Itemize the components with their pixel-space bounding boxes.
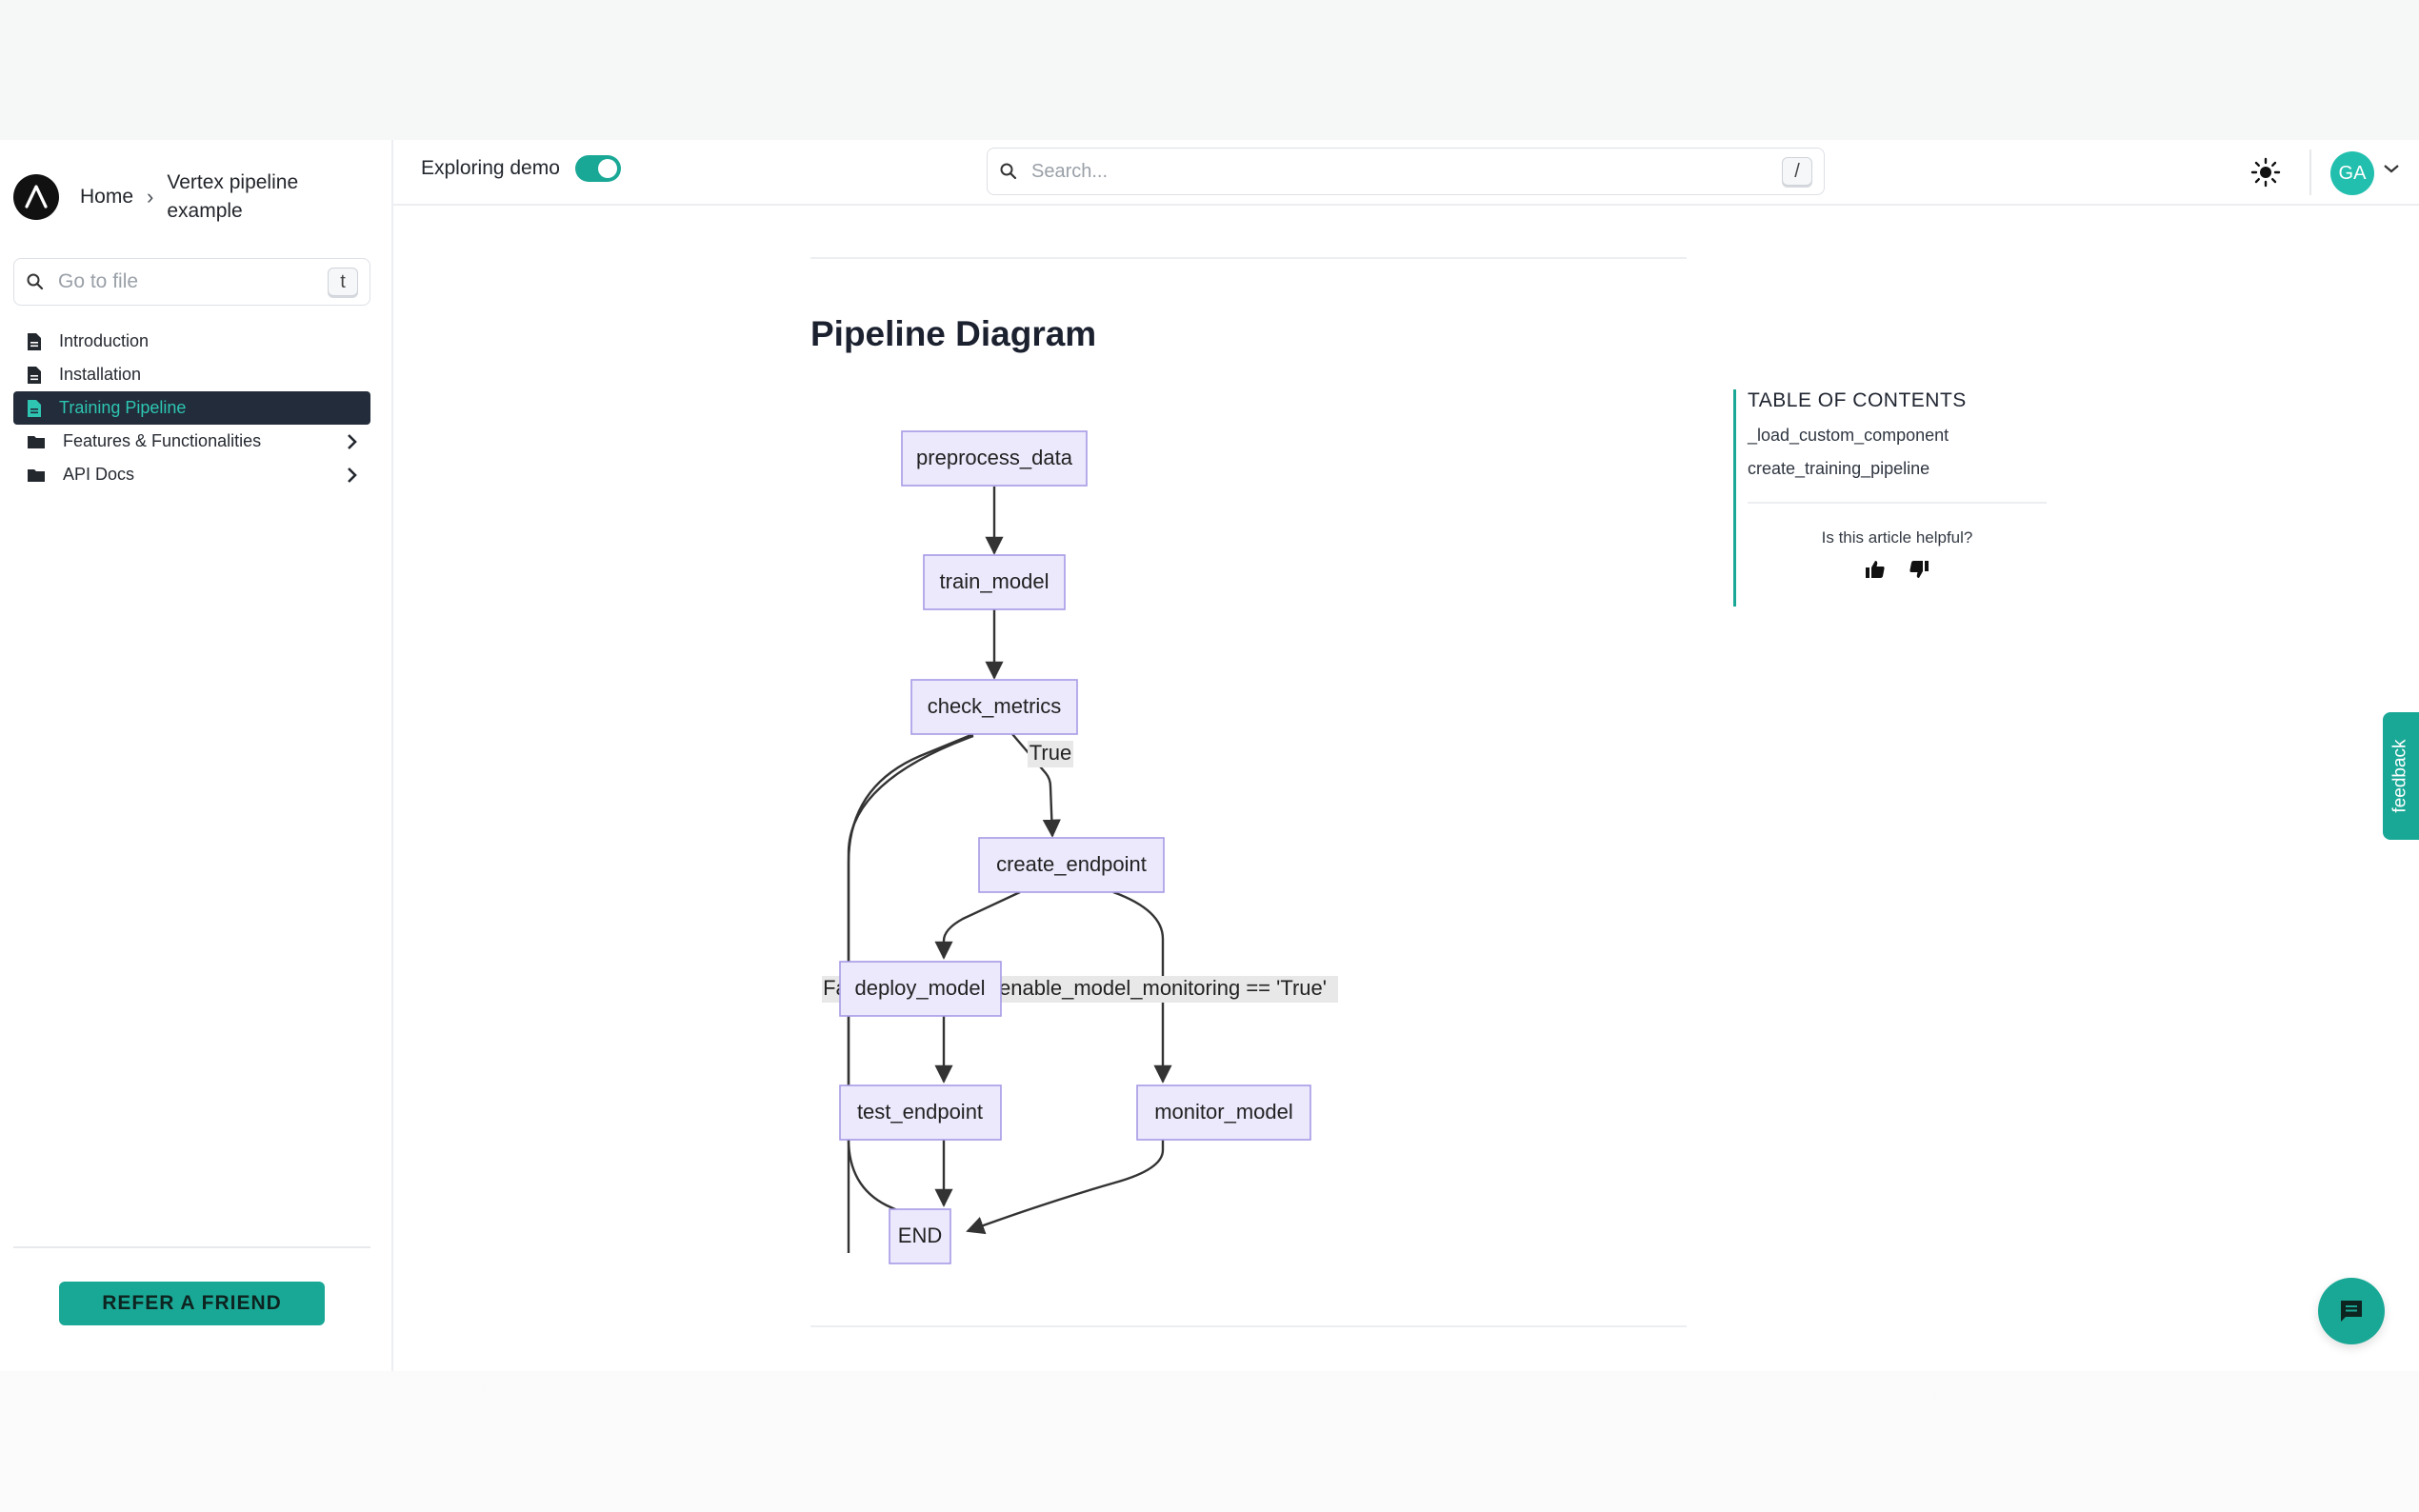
search-icon [27, 273, 44, 290]
breadcrumb: Home › Vertex pipeline example [80, 169, 338, 226]
folder-icon [28, 435, 45, 448]
node-label: test_endpoint [857, 1100, 983, 1124]
main-content: Pipeline Diagram True [393, 206, 1727, 1371]
theme-toggle-sun-icon[interactable] [2250, 157, 2281, 188]
node-label: monitor_model [1154, 1100, 1293, 1124]
node-label: preprocess_data [916, 446, 1073, 469]
sidebar-item-label: API Docs [63, 465, 135, 484]
search-input[interactable]: Search... / [987, 148, 1825, 195]
edge-check-create-true [1011, 733, 1061, 838]
edge-label-monitoring: enable_model_monitoring == 'True' [988, 976, 1338, 1003]
sidebar-item-training-pipeline[interactable]: Training Pipeline [13, 391, 370, 425]
node-label: deploy_model [855, 976, 986, 1000]
edge-monitor-end [966, 1140, 1165, 1235]
sidebar-item-label: Training Pipeline [59, 398, 187, 417]
breadcrumb-current: Vertex pipeline example [167, 171, 299, 222]
table-of-contents: TABLE OF CONTENTS _load_custom_component… [1733, 389, 2048, 607]
page-title: Pipeline Diagram [810, 314, 1097, 353]
file-icon [28, 366, 41, 384]
edge-check-end [847, 734, 974, 1226]
sidebar-divider [13, 1246, 370, 1248]
chevron-right-icon[interactable] [346, 467, 357, 484]
sidebar-item-introduction[interactable]: Introduction [13, 325, 370, 358]
chevron-right-icon[interactable] [346, 433, 357, 450]
toc-divider [1748, 502, 2047, 504]
go-to-file-shortcut: t [328, 268, 358, 296]
pipeline-diagram: True False enable_model_monitoring == 'T… [822, 430, 1338, 1264]
node-label: check_metrics [928, 694, 1062, 718]
search-icon [1000, 163, 1017, 180]
feedback-tab-label: feedback [2390, 739, 2410, 813]
edge-label-monitoring-text: enable_model_monitoring == 'True' [999, 976, 1327, 1000]
node-train-model[interactable]: train_model [923, 554, 1066, 610]
topbar: Exploring demo Search... / GA [393, 140, 2419, 206]
toc-link-load-custom-component[interactable]: _load_custom_component [1748, 426, 1949, 445]
node-test-endpoint[interactable]: test_endpoint [839, 1084, 1002, 1141]
sidebar-item-api-docs[interactable]: API Docs [13, 458, 370, 491]
file-icon [28, 399, 41, 417]
edge-create-deploy [934, 890, 1021, 960]
file-icon [28, 332, 41, 350]
node-monitor-model[interactable]: monitor_model [1136, 1084, 1311, 1141]
sidebar-item-features-functionalities[interactable]: Features & Functionalities [13, 425, 370, 458]
sidebar-item-installation[interactable]: Installation [13, 358, 370, 391]
feedback-tab[interactable]: feedback [2383, 712, 2419, 840]
sidebar-item-label: Introduction [59, 331, 150, 350]
exploring-demo: Exploring demo [421, 155, 621, 182]
content-divider-top [810, 257, 1687, 259]
node-preprocess-data[interactable]: preprocess_data [901, 430, 1088, 487]
app-window: Home › Vertex pipeline example Go to fil… [0, 140, 2419, 1371]
edge-label-true: True [1028, 741, 1073, 767]
topbar-divider [2309, 149, 2311, 195]
helpful-question: Is this article helpful? [1821, 528, 1973, 547]
folder-icon [28, 468, 45, 482]
toc-link-create-training-pipeline[interactable]: create_training_pipeline [1748, 459, 1930, 478]
node-end[interactable]: END [889, 1208, 951, 1264]
breadcrumb-separator: › [147, 185, 154, 209]
refer-a-friend-button[interactable]: REFER A FRIEND [59, 1282, 325, 1325]
chat-button[interactable] [2318, 1278, 2385, 1344]
helpful-votes [1748, 559, 2047, 580]
node-label: END [898, 1224, 942, 1247]
node-label: train_model [940, 569, 1050, 593]
sidebar-item-label: Features & Functionalities [63, 431, 262, 450]
avatar[interactable]: GA [2330, 151, 2374, 195]
edge-create-monitor [1112, 890, 1172, 1084]
exploring-demo-toggle[interactable] [574, 155, 621, 182]
node-create-endpoint[interactable]: create_endpoint [978, 837, 1165, 893]
logo-icon[interactable] [13, 174, 59, 220]
edge-label-true-text: True [1030, 741, 1071, 765]
node-check-metrics[interactable]: check_metrics [910, 679, 1078, 735]
go-to-file-input[interactable]: Go to file t [13, 258, 370, 306]
sidebar-item-label: Installation [59, 365, 142, 384]
thumbs-up-icon[interactable] [1865, 559, 1886, 580]
sidebar: Home › Vertex pipeline example Go to fil… [0, 140, 393, 1371]
chevron-down-icon[interactable] [2383, 163, 2400, 174]
node-deploy-model[interactable]: deploy_model [839, 961, 1002, 1017]
search-placeholder: Search... [1031, 160, 1109, 182]
thumbs-down-icon[interactable] [1909, 559, 1929, 580]
node-label: create_endpoint [996, 852, 1147, 876]
breadcrumb-home[interactable]: Home [80, 186, 134, 208]
search-shortcut: / [1782, 157, 1812, 186]
content-divider-bottom [810, 1325, 1687, 1327]
toc-title: TABLE OF CONTENTS [1748, 389, 1967, 411]
chat-icon [2341, 1301, 2362, 1322]
exploring-demo-label: Exploring demo [421, 157, 560, 179]
sidebar-nav: Introduction Installation Training Pipel… [13, 325, 370, 491]
go-to-file-placeholder: Go to file [58, 270, 139, 292]
